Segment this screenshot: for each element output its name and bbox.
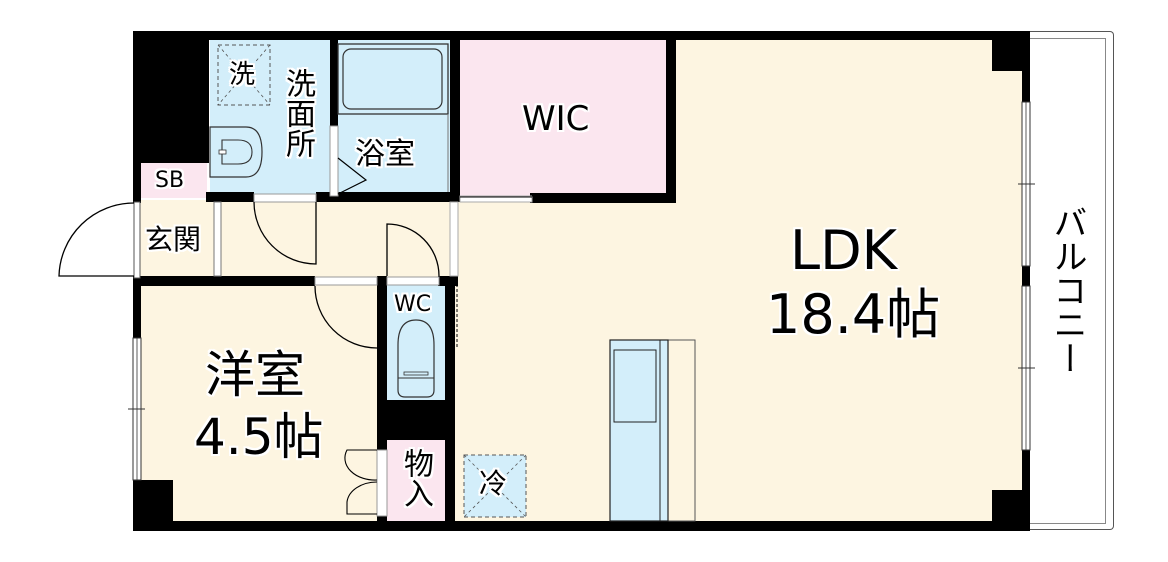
washroom-label: 洗面所	[280, 68, 315, 158]
room-western	[140, 282, 380, 522]
bathroom-label: 浴室	[355, 137, 415, 172]
wall	[133, 31, 209, 163]
wall	[133, 31, 141, 203]
ldk-name-label: LDK	[790, 219, 898, 282]
balcony-window-icon	[1018, 101, 1035, 451]
wall	[992, 490, 1030, 531]
hallway	[140, 200, 460, 282]
wall	[377, 400, 455, 440]
wall	[1022, 31, 1030, 531]
wall	[206, 192, 254, 202]
shoe-box-label: SB	[155, 168, 185, 193]
sink-icon	[209, 126, 263, 178]
western-room-size-label: 4.5帖	[194, 408, 324, 466]
toilet-label: WC	[394, 292, 432, 317]
wall	[316, 192, 460, 202]
wall	[133, 521, 1030, 531]
fridge-label: 冷	[479, 467, 508, 500]
wic-door-icon	[459, 195, 603, 203]
wall	[133, 480, 173, 530]
fridge-space-icon	[463, 454, 527, 518]
balcony-area	[1030, 31, 1114, 530]
kitchen-counter-icon	[609, 339, 696, 522]
entrance-door-icon	[58, 201, 141, 279]
western-room-door-icon	[314, 276, 378, 349]
western-room-window-icon	[128, 337, 145, 481]
washer-label: 洗	[229, 60, 256, 90]
wall	[133, 31, 1030, 40]
shoe-box	[141, 162, 207, 198]
storage-doors-icon	[344, 449, 388, 517]
bathtub-icon	[337, 43, 449, 192]
wall	[377, 276, 387, 286]
wall	[666, 31, 676, 203]
western-room-name-label: 洋室	[205, 346, 305, 404]
ldk-size-label: 18.4帖	[766, 283, 941, 346]
wall	[450, 31, 460, 201]
room-storage	[387, 440, 445, 522]
wall	[330, 31, 338, 126]
storage-label: 物入	[398, 448, 433, 508]
balcony-label: バルコニー	[1047, 205, 1087, 375]
toilet-door-icon	[386, 223, 440, 286]
washroom-door-icon	[253, 193, 317, 265]
bathroom-door-icon	[329, 125, 368, 197]
toilet-icon	[397, 319, 435, 398]
wall	[530, 193, 675, 203]
entrance-label: 玄関	[145, 223, 202, 256]
washer-space-icon	[217, 44, 271, 106]
wic-label: WIC	[522, 99, 590, 139]
wall	[133, 278, 141, 338]
room-wic	[458, 38, 666, 196]
wall	[133, 276, 315, 286]
